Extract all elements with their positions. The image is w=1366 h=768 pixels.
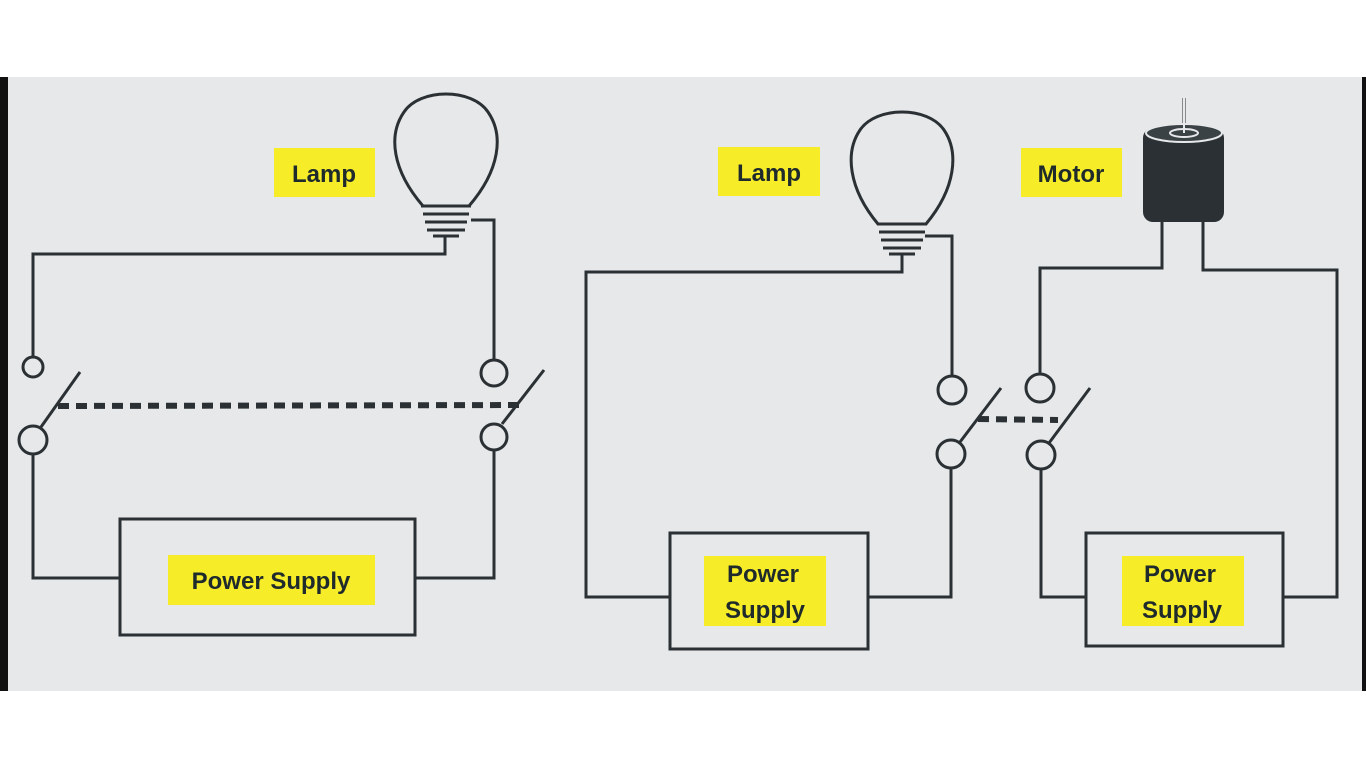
left-wire-right: [1038, 222, 1164, 374]
power-supply-box: [668, 531, 870, 651]
power-supply-box: [1084, 531, 1285, 648]
power-supply-box: [118, 517, 417, 637]
right-border: [1362, 77, 1366, 691]
left-border: [0, 77, 8, 691]
lamp-icon: [393, 92, 499, 238]
top-wire-left: [31, 236, 447, 356]
power-supply-label-line1: Power: [727, 561, 799, 588]
bottom-wire-middle: [868, 468, 953, 599]
bottom-wire-right: [1039, 469, 1086, 599]
mechanical-link-left: [57, 402, 523, 409]
switch-icon: [935, 374, 1003, 470]
right-wire-left: [471, 218, 496, 360]
power-supply-label: Power Supply: [192, 568, 351, 595]
power-supply-label-line2: Supply: [725, 597, 806, 624]
switch-icon: [17, 355, 82, 456]
lamp-label: Lamp: [292, 161, 356, 188]
lamp-label: Lamp: [737, 160, 801, 187]
bottom-wire-left: [31, 450, 496, 580]
outer-wire-right: [1201, 222, 1339, 599]
circuit-middle: Lamp Power Supply: [584, 110, 1003, 651]
motor-icon: [1143, 98, 1224, 222]
mechanical-link-middle-right: [977, 416, 1059, 423]
motor-label: Motor: [1038, 161, 1105, 188]
power-supply-label-line2: Supply: [1142, 597, 1223, 624]
right-wire-middle: [925, 234, 954, 376]
switch-icon: [479, 358, 546, 452]
circuit-right: Motor Power Supply: [1021, 98, 1339, 648]
lamp-icon: [849, 110, 955, 256]
switch-icon: [1024, 372, 1092, 471]
power-supply-label-line1: Power: [1144, 561, 1216, 588]
circuit-left: Lamp Power Supply: [17, 92, 546, 637]
top-wire-middle: [584, 254, 904, 599]
